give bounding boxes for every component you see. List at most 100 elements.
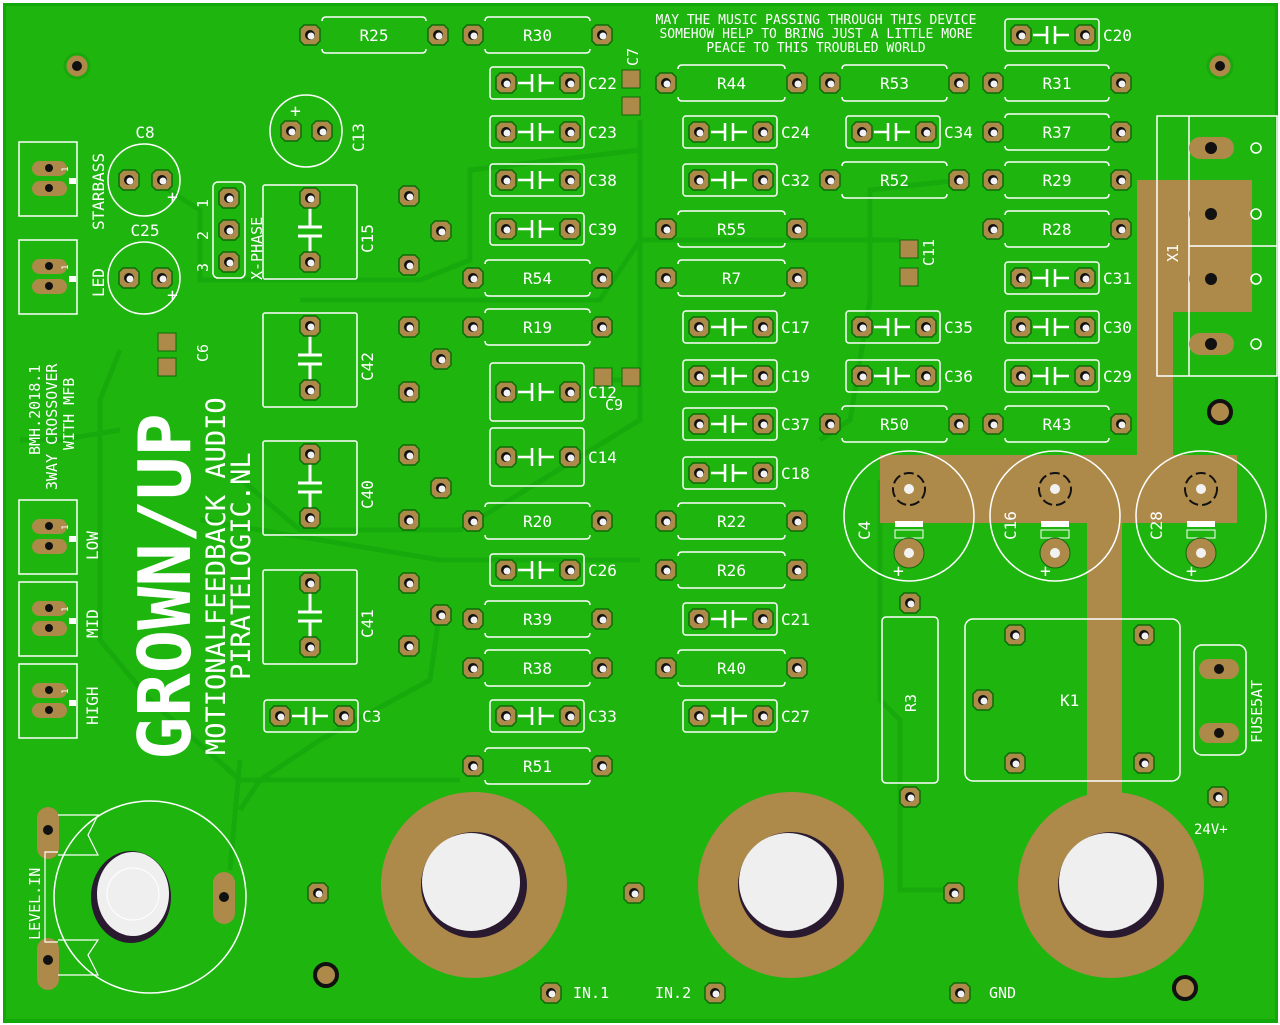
capacitor-c26[interactable]: C26 [489, 553, 617, 587]
resistor-label: R50 [880, 415, 909, 434]
box-capacitor-c15[interactable]: C15 [262, 184, 377, 280]
test-point-in2[interactable] [704, 982, 726, 1004]
resistor-r29[interactable]: R29 [982, 161, 1132, 199]
resistor-r44[interactable]: R44 [655, 64, 808, 102]
resistor-r54[interactable]: R54 [462, 259, 613, 297]
pin1-marker: 1 [61, 167, 71, 172]
test-point-24v[interactable] [1207, 786, 1229, 808]
capacitor-c18[interactable]: C18 [682, 456, 810, 490]
box-capacitor-c41[interactable]: C41 [262, 569, 377, 665]
resistor-r7[interactable]: R7 [655, 259, 808, 297]
capacitor-c34[interactable]: C34 [845, 115, 973, 149]
resistor-r31[interactable]: R31 [982, 64, 1132, 102]
resistor-r38[interactable]: R38 [462, 649, 613, 687]
box-capacitor-c42[interactable]: C42 [262, 312, 377, 408]
resistor-r26[interactable]: R26 [655, 551, 808, 589]
resistor-r37[interactable]: R37 [982, 113, 1132, 151]
polarity-plus: + [290, 101, 301, 122]
capacitor-c23[interactable]: C23 [489, 115, 617, 149]
resistor-r20[interactable]: R20 [462, 502, 613, 540]
resistor-label: R29 [1043, 171, 1072, 190]
resistor-r25[interactable]: R25 [299, 16, 449, 54]
elcap-label: C28 [1147, 511, 1166, 540]
capacitor-c39[interactable]: C39 [489, 212, 617, 246]
resistor-label: R7 [722, 269, 741, 288]
electrolytic-capacitor-c8[interactable]: C8+ [107, 123, 181, 217]
resistor-label: R20 [523, 512, 552, 531]
fuse-holder[interactable] [1193, 644, 1247, 756]
smd-capacitor-c6[interactable] [157, 332, 177, 377]
resistor-r50[interactable]: R50 [819, 405, 970, 443]
electrolytic-capacitor-c4[interactable]: C4+ [843, 450, 975, 582]
capacitor-label: C18 [781, 464, 810, 483]
electrolytic-capacitor-c16[interactable]: C16+ [989, 450, 1121, 582]
level-potentiometer[interactable] [37, 800, 247, 994]
resistor-r53[interactable]: R53 [819, 64, 970, 102]
capacitor-c31[interactable]: C31 [1004, 261, 1132, 295]
capacitor-c38[interactable]: C38 [489, 163, 617, 197]
resistor-r3[interactable] [881, 592, 939, 808]
resistor-r52[interactable]: R52 [819, 161, 970, 199]
smd-capacitor-c9[interactable] [593, 367, 641, 387]
resistor-label: R26 [717, 561, 746, 580]
c9-label: C9 [605, 396, 623, 414]
electrolytic-capacitor-c28[interactable]: C28+ [1135, 450, 1267, 582]
svg-text:MAY THE MUSIC PASSING THROUGH: MAY THE MUSIC PASSING THROUGH THIS DEVIC… [656, 13, 977, 28]
capacitor-c29[interactable]: C29 [1004, 359, 1132, 393]
relay-k1[interactable] [964, 618, 1181, 782]
capacitor-label: C12 [588, 383, 617, 402]
resistor-r43[interactable]: R43 [982, 405, 1132, 443]
capacitor-c33[interactable]: C33 [489, 699, 617, 733]
resistor-r51[interactable]: R51 [462, 747, 613, 785]
capacitor-c20[interactable]: C20 [1004, 18, 1132, 52]
x-phase-pin-label: 1 [194, 199, 212, 208]
capacitor-c30[interactable]: C30 [1004, 310, 1132, 344]
capacitor-c21[interactable]: C21 [682, 602, 810, 636]
capacitor-c27[interactable]: C27 [682, 699, 810, 733]
capacitor-label: C38 [588, 171, 617, 190]
in1-label: IN.1 [573, 984, 609, 1002]
test-point-in1[interactable] [540, 982, 562, 1004]
resistor-r30[interactable]: R30 [462, 16, 613, 54]
smd-capacitor-c11[interactable] [899, 239, 919, 287]
box-capacitor-c40[interactable]: C40 [262, 440, 377, 536]
capacitor-c35[interactable]: C35 [845, 310, 973, 344]
c6-label: C6 [194, 344, 212, 362]
capacitor-c3[interactable]: C3 [263, 699, 381, 733]
capacitor-c14[interactable]: C14 [489, 427, 617, 487]
resistor-r40[interactable]: R40 [655, 649, 808, 687]
capacitor-c32[interactable]: C32 [682, 163, 810, 197]
smd-capacitor-c7[interactable] [621, 69, 641, 116]
x1-terminal[interactable] [1156, 115, 1278, 377]
speaker-terminal-1[interactable] [381, 792, 567, 978]
capacitor-c19[interactable]: C19 [682, 359, 810, 393]
polarity-plus: + [893, 561, 904, 582]
capacitor-c37[interactable]: C37 [682, 407, 810, 441]
resistor-r22[interactable]: R22 [655, 502, 808, 540]
mounting-hole [1172, 975, 1198, 1001]
capacitor-c17[interactable]: C17 [682, 310, 810, 344]
speaker-terminal-3[interactable] [1018, 792, 1204, 978]
resistor-r55[interactable]: R55 [655, 210, 808, 248]
resistor-label: R55 [717, 220, 746, 239]
c11-label: C11 [920, 239, 938, 266]
capacitor-c22[interactable]: C22 [489, 66, 617, 100]
electrolytic-capacitor-c13[interactable]: C13+ [269, 94, 368, 168]
resistor-r19[interactable]: R19 [462, 308, 613, 346]
capacitor-c12[interactable]: C12 [489, 362, 617, 422]
electrolytic-capacitor-c25[interactable]: C25+ [107, 221, 181, 315]
test-point-gnd[interactable] [949, 982, 971, 1004]
high-label: HIGH [83, 686, 102, 725]
capacitor-c36[interactable]: C36 [845, 359, 973, 393]
speaker-terminal-2[interactable] [698, 792, 884, 978]
k1-label: K1 [1060, 691, 1079, 710]
capacitor-c24[interactable]: C24 [682, 115, 810, 149]
resistor-r28[interactable]: R28 [982, 210, 1132, 248]
resistor-r39[interactable]: R39 [462, 600, 613, 638]
